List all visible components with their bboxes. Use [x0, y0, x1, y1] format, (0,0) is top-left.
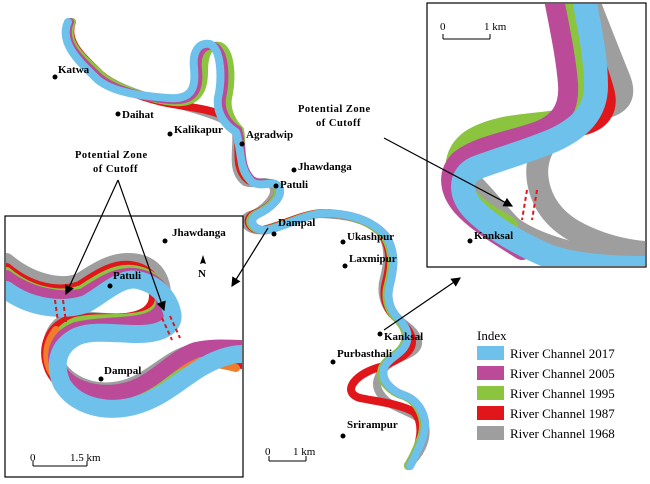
right-inset: Kanksal 0 1 km	[426, 2, 647, 268]
left-scale-bar: 0 1.5 km	[30, 452, 101, 467]
town-label-katwa: Katwa	[58, 64, 90, 76]
right-cutoff-marker-2	[531, 189, 538, 221]
town-label-kalikapur: Kalikapur	[174, 124, 223, 136]
arrow-zone-to-right-inset	[383, 137, 514, 207]
left-inset: Jhawdanga Patuli Dampal N 0 1.5 km	[4, 215, 244, 478]
main-zone-label-line2: of Cutoff	[316, 118, 361, 129]
legend-swatch-1995	[477, 386, 504, 400]
arrow-kanksal-to-right-inset	[383, 277, 461, 331]
right-town-marker-kanksal	[467, 238, 473, 244]
left-zone-label-line1: Potential Zone	[75, 150, 148, 161]
town-label-laxmipur: Laxmipur	[349, 253, 397, 265]
legend-item-2005: River Channel 2005	[477, 366, 615, 381]
town-marker-ukashpur	[340, 239, 346, 245]
legend-label-1968: River Channel 1968	[510, 426, 615, 441]
town-label-kanksal: Kanksal	[384, 331, 423, 343]
legend-title: Index	[477, 328, 507, 343]
left-cutoff-marker-west-2	[62, 299, 67, 323]
left-town-label-patuli: Patuli	[113, 270, 141, 282]
legend-item-1968: River Channel 1968	[477, 426, 615, 441]
arrow-main-to-left-inset	[231, 227, 269, 288]
town-marker-daihat	[115, 111, 121, 117]
legend-swatch-2017	[477, 346, 504, 360]
main-channel-2017	[61, 18, 429, 470]
main-river-channels	[61, 18, 430, 470]
town-marker-purbasthali	[330, 359, 336, 365]
left-zone-label-line2: of Cutoff	[93, 164, 138, 175]
town-label-ukashpur: Ukashpur	[347, 231, 394, 243]
legend-swatch-1968	[477, 426, 504, 440]
left-town-label-jhawdanga: Jhawdanga	[172, 227, 226, 239]
legend-label-2017: River Channel 2017	[510, 346, 615, 361]
town-label-dampal: Dampal	[278, 217, 315, 229]
legend: Index River Channel 2017 River Channel 2…	[477, 328, 615, 441]
town-label-patuli: Patuli	[280, 179, 308, 191]
town-label-jhawdanga: Jhawdanga	[298, 161, 352, 173]
pointer-arrows	[65, 137, 514, 331]
town-label-daihat: Daihat	[122, 109, 154, 121]
legend-item-1987: River Channel 1987	[477, 406, 615, 421]
town-marker-patuli	[273, 183, 279, 189]
legend-label-1987: River Channel 1987	[510, 406, 615, 421]
legend-swatch-2005	[477, 366, 504, 380]
town-marker-agradwip	[239, 141, 245, 147]
legend-item-1995: River Channel 1995	[477, 386, 615, 401]
main-towns: Katwa Daihat Kalikapur Agradwip Jhawdang…	[52, 64, 423, 439]
legend-label-1995: River Channel 1995	[510, 386, 615, 401]
left-town-marker-dampal	[98, 376, 104, 382]
legend-swatch-1987	[477, 406, 504, 420]
main-scale-start: 0	[265, 446, 271, 458]
left-cutoff-marker-west	[54, 299, 59, 323]
town-marker-jhawdanga	[291, 167, 297, 173]
left-town-marker-patuli	[107, 283, 113, 289]
town-label-srirampur: Srirampur	[347, 419, 398, 431]
right-scale-start: 0	[440, 21, 446, 33]
main-scale-bar: 0 1 km	[265, 446, 316, 462]
left-scale-start: 0	[30, 452, 36, 464]
town-marker-laxmipur	[342, 263, 348, 269]
arrow-zone-to-left-east	[117, 179, 166, 312]
main-zone-label-line1: Potential Zone	[298, 104, 371, 115]
right-cutoff-marker-1	[521, 189, 528, 221]
svg-text:N: N	[198, 268, 206, 280]
legend-item-2017: River Channel 2017	[477, 346, 615, 361]
left-town-label-dampal: Dampal	[104, 365, 141, 377]
legend-label-2005: River Channel 2005	[510, 366, 615, 381]
left-channel-2017	[6, 270, 242, 418]
main-scale-end: 1 km	[293, 446, 316, 458]
town-marker-srirampur	[340, 433, 346, 439]
left-scale-end: 1.5 km	[70, 452, 101, 464]
arrow-zone-to-left-west	[65, 179, 119, 296]
north-arrow-icon: N	[198, 255, 206, 280]
right-scale-end: 1 km	[484, 21, 507, 33]
left-town-marker-jhawdanga	[162, 238, 168, 244]
right-scale-bar: 0 1 km	[440, 21, 507, 40]
town-marker-katwa	[52, 74, 58, 80]
right-channel-2017	[451, 4, 645, 266]
town-marker-kalikapur	[167, 131, 173, 137]
town-label-agradwip: Agradwip	[246, 129, 293, 141]
town-marker-kanksal	[377, 331, 383, 337]
town-label-purbasthali: Purbasthali	[337, 348, 392, 360]
right-town-label-kanksal: Kanksal	[474, 230, 513, 242]
town-marker-dampal	[271, 231, 277, 237]
